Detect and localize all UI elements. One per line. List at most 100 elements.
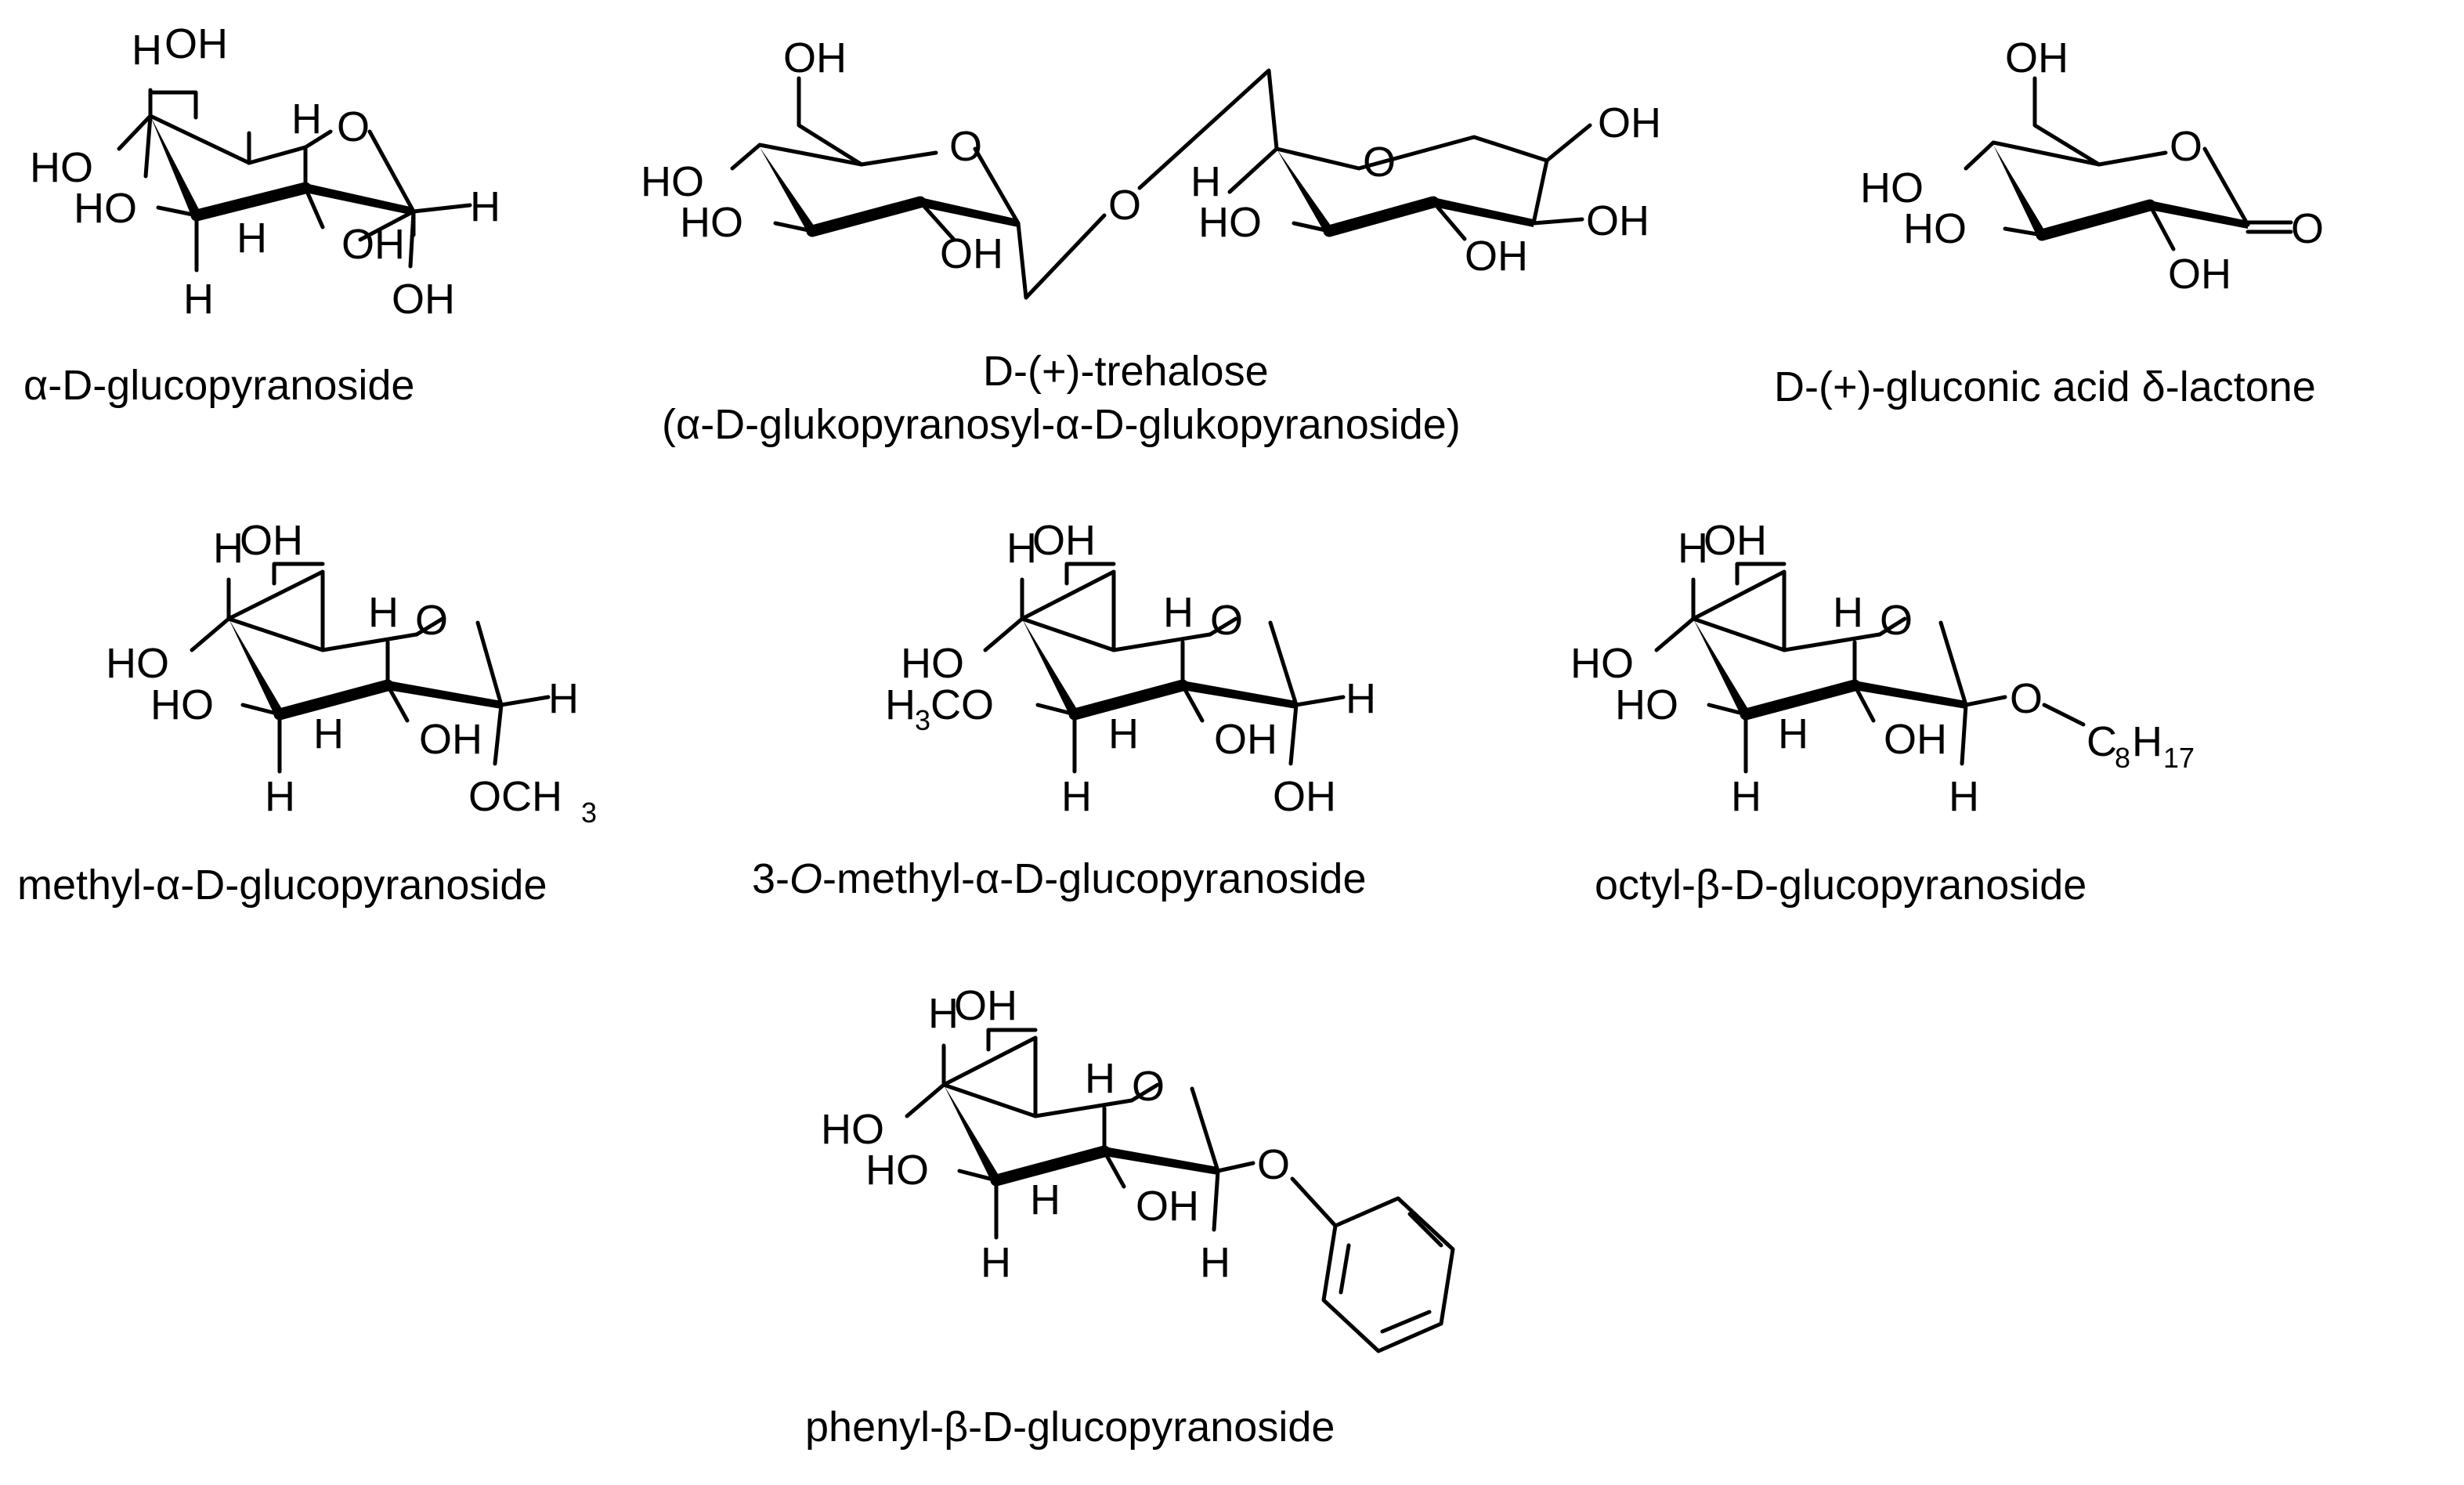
atom-label: OH (1703, 517, 1767, 564)
atom-label: H (1949, 773, 1979, 820)
molecule-octyl-beta-d-glucopyranoside: H OH H O HO HO H OH O C 8 H 17 H H octyl… (1570, 517, 2195, 909)
atom-label: O (1108, 182, 1141, 229)
atom-label: O (1132, 1063, 1165, 1110)
atom-label: HO (821, 1106, 884, 1153)
wedge-bond (1104, 1147, 1218, 1175)
molecule-methyl-alpha-d-glucopyranoside: H OH H O HO HO H OH H H OCH 3 methyl-α-D… (17, 517, 597, 909)
caption-part-italic: O (789, 855, 822, 902)
atom-label: HO (30, 144, 93, 191)
caption-part: -methyl-α-D-glucopyranoside (822, 855, 1366, 902)
atom-label: H (1778, 710, 1808, 757)
atom-label: H (548, 675, 579, 722)
atom-label: OH (1214, 716, 1277, 763)
atom-label: HO (680, 199, 743, 246)
atom-label: HO (150, 681, 214, 728)
atom-label: H (2132, 718, 2162, 765)
atom-label: H (928, 990, 959, 1037)
atom-label: OCH (468, 773, 562, 820)
caption-trehalose-line1: D-(+)-trehalose (983, 348, 1269, 395)
wedge-bond (388, 681, 501, 709)
atom-label: OH (1136, 1183, 1199, 1230)
atom-label: HO (106, 640, 169, 687)
atom-label: H (1190, 158, 1221, 205)
wedge-bond (2150, 201, 2248, 229)
atom-label: H (1006, 525, 1037, 572)
atom-label: OH (2005, 34, 2068, 81)
atom-label: H (1678, 525, 1708, 572)
atom-label: H (1108, 710, 1139, 757)
caption-methyl-alpha-d-glucopyranoside: methyl-α-D-glucopyranoside (17, 862, 547, 909)
atom-label: OH (1273, 773, 1336, 820)
atom-label: H (885, 681, 916, 728)
atom-label: HO (74, 185, 137, 232)
atom-label: H (1346, 675, 1376, 722)
atom-label: H (368, 589, 399, 636)
atom-label: O (2010, 675, 2043, 722)
atom-label: OH (954, 982, 1017, 1029)
atom-label: H (213, 525, 244, 572)
wedge-bond (1693, 619, 1751, 714)
atom-subscript: 8 (2115, 742, 2130, 774)
atom-label: OH (1598, 99, 1661, 146)
atom-label: HO (901, 640, 964, 687)
atom-label: OH (240, 517, 303, 564)
atom-label: H (1030, 1176, 1060, 1223)
atom-label: O (415, 597, 448, 644)
atom-label: H (237, 215, 267, 262)
molecule-phenyl-beta-d-glucopyranoside: H OH H O HO HO H OH O H H phenyl-β-D-glu… (805, 982, 1455, 1451)
atom-label: H (183, 276, 214, 323)
atom-label: HO (1570, 640, 1634, 687)
atom-label: O (1363, 139, 1396, 186)
atom-subscript: 3 (915, 704, 930, 736)
atom-label: O (1257, 1141, 1290, 1188)
caption-3-o-methyl-alpha-d-glucopyranoside: 3-O-methyl-α-D-glucopyranoside (752, 855, 1367, 902)
atom-label: OH (341, 221, 405, 268)
atom-label: O (2170, 123, 2202, 170)
molecule-alpha-d-glucopyranoside: H OH H O HO HO H OH H H OH α-D-glucopyra… (23, 20, 500, 409)
atom-label: HO (1903, 205, 1967, 252)
caption-gluconic-acid-lactone: D-(+)-gluconic acid δ-lactone (1774, 363, 2316, 410)
atom-label: CO (930, 681, 994, 728)
caption-trehalose-line2: (α-D-glukopyranosyl-α-D-glukopyranoside) (662, 401, 1461, 448)
atom-label: H (1085, 1055, 1115, 1102)
wedge-bond (229, 619, 285, 714)
atom-label: H (470, 183, 500, 230)
caption-part: 3- (752, 855, 789, 902)
benzene-ring (1321, 1196, 1455, 1353)
wedge-bond (150, 116, 202, 215)
wedge-bond (305, 183, 414, 215)
atom-label: OH (1032, 517, 1096, 564)
wedge-bond (920, 197, 1018, 227)
molecule-trehalose: OH O HO HO OH O H O OH HO OH OH D-(+)-tr… (641, 34, 1661, 448)
atom-label: H (313, 710, 344, 757)
atom-label: H (1200, 1239, 1230, 1286)
molecule-3-o-methyl-alpha-d-glucopyranoside: H OH H O HO H 3 CO H OH H H OH 3-O-methy… (752, 517, 1376, 902)
wedge-bond (1183, 681, 1296, 709)
atom-subscript: 17 (2163, 742, 2195, 774)
wedge-bond (1993, 145, 2047, 235)
wedge-bond (1433, 197, 1534, 227)
atom-label: H (132, 27, 162, 74)
atom-label: O (949, 123, 982, 170)
atom-label: HO (865, 1147, 929, 1194)
atom-label: C (2086, 718, 2117, 765)
atom-label: HO (641, 158, 704, 205)
wedge-bond (944, 1085, 1002, 1180)
atom-label: H (981, 1239, 1011, 1286)
molecule-gluconic-acid-lactone: OH O HO HO O OH D-(+)-gluconic acid δ-la… (1774, 34, 2324, 410)
atom-subscript: 3 (581, 797, 597, 829)
atom-label: OH (392, 276, 455, 323)
atom-label: H (265, 773, 295, 820)
atom-label: H (1833, 589, 1863, 636)
atom-label: O (1210, 597, 1243, 644)
wedge-bond (760, 147, 818, 231)
wedge-bond (1022, 619, 1080, 714)
atom-label: H (1061, 773, 1092, 820)
wedge-bond (1277, 149, 1335, 231)
wedge-bond (1855, 681, 1966, 709)
atom-label: OH (164, 20, 228, 67)
atom-label: OH (1586, 197, 1649, 244)
atom-label: HO (1615, 681, 1678, 728)
atom-label: OH (1465, 233, 1528, 280)
